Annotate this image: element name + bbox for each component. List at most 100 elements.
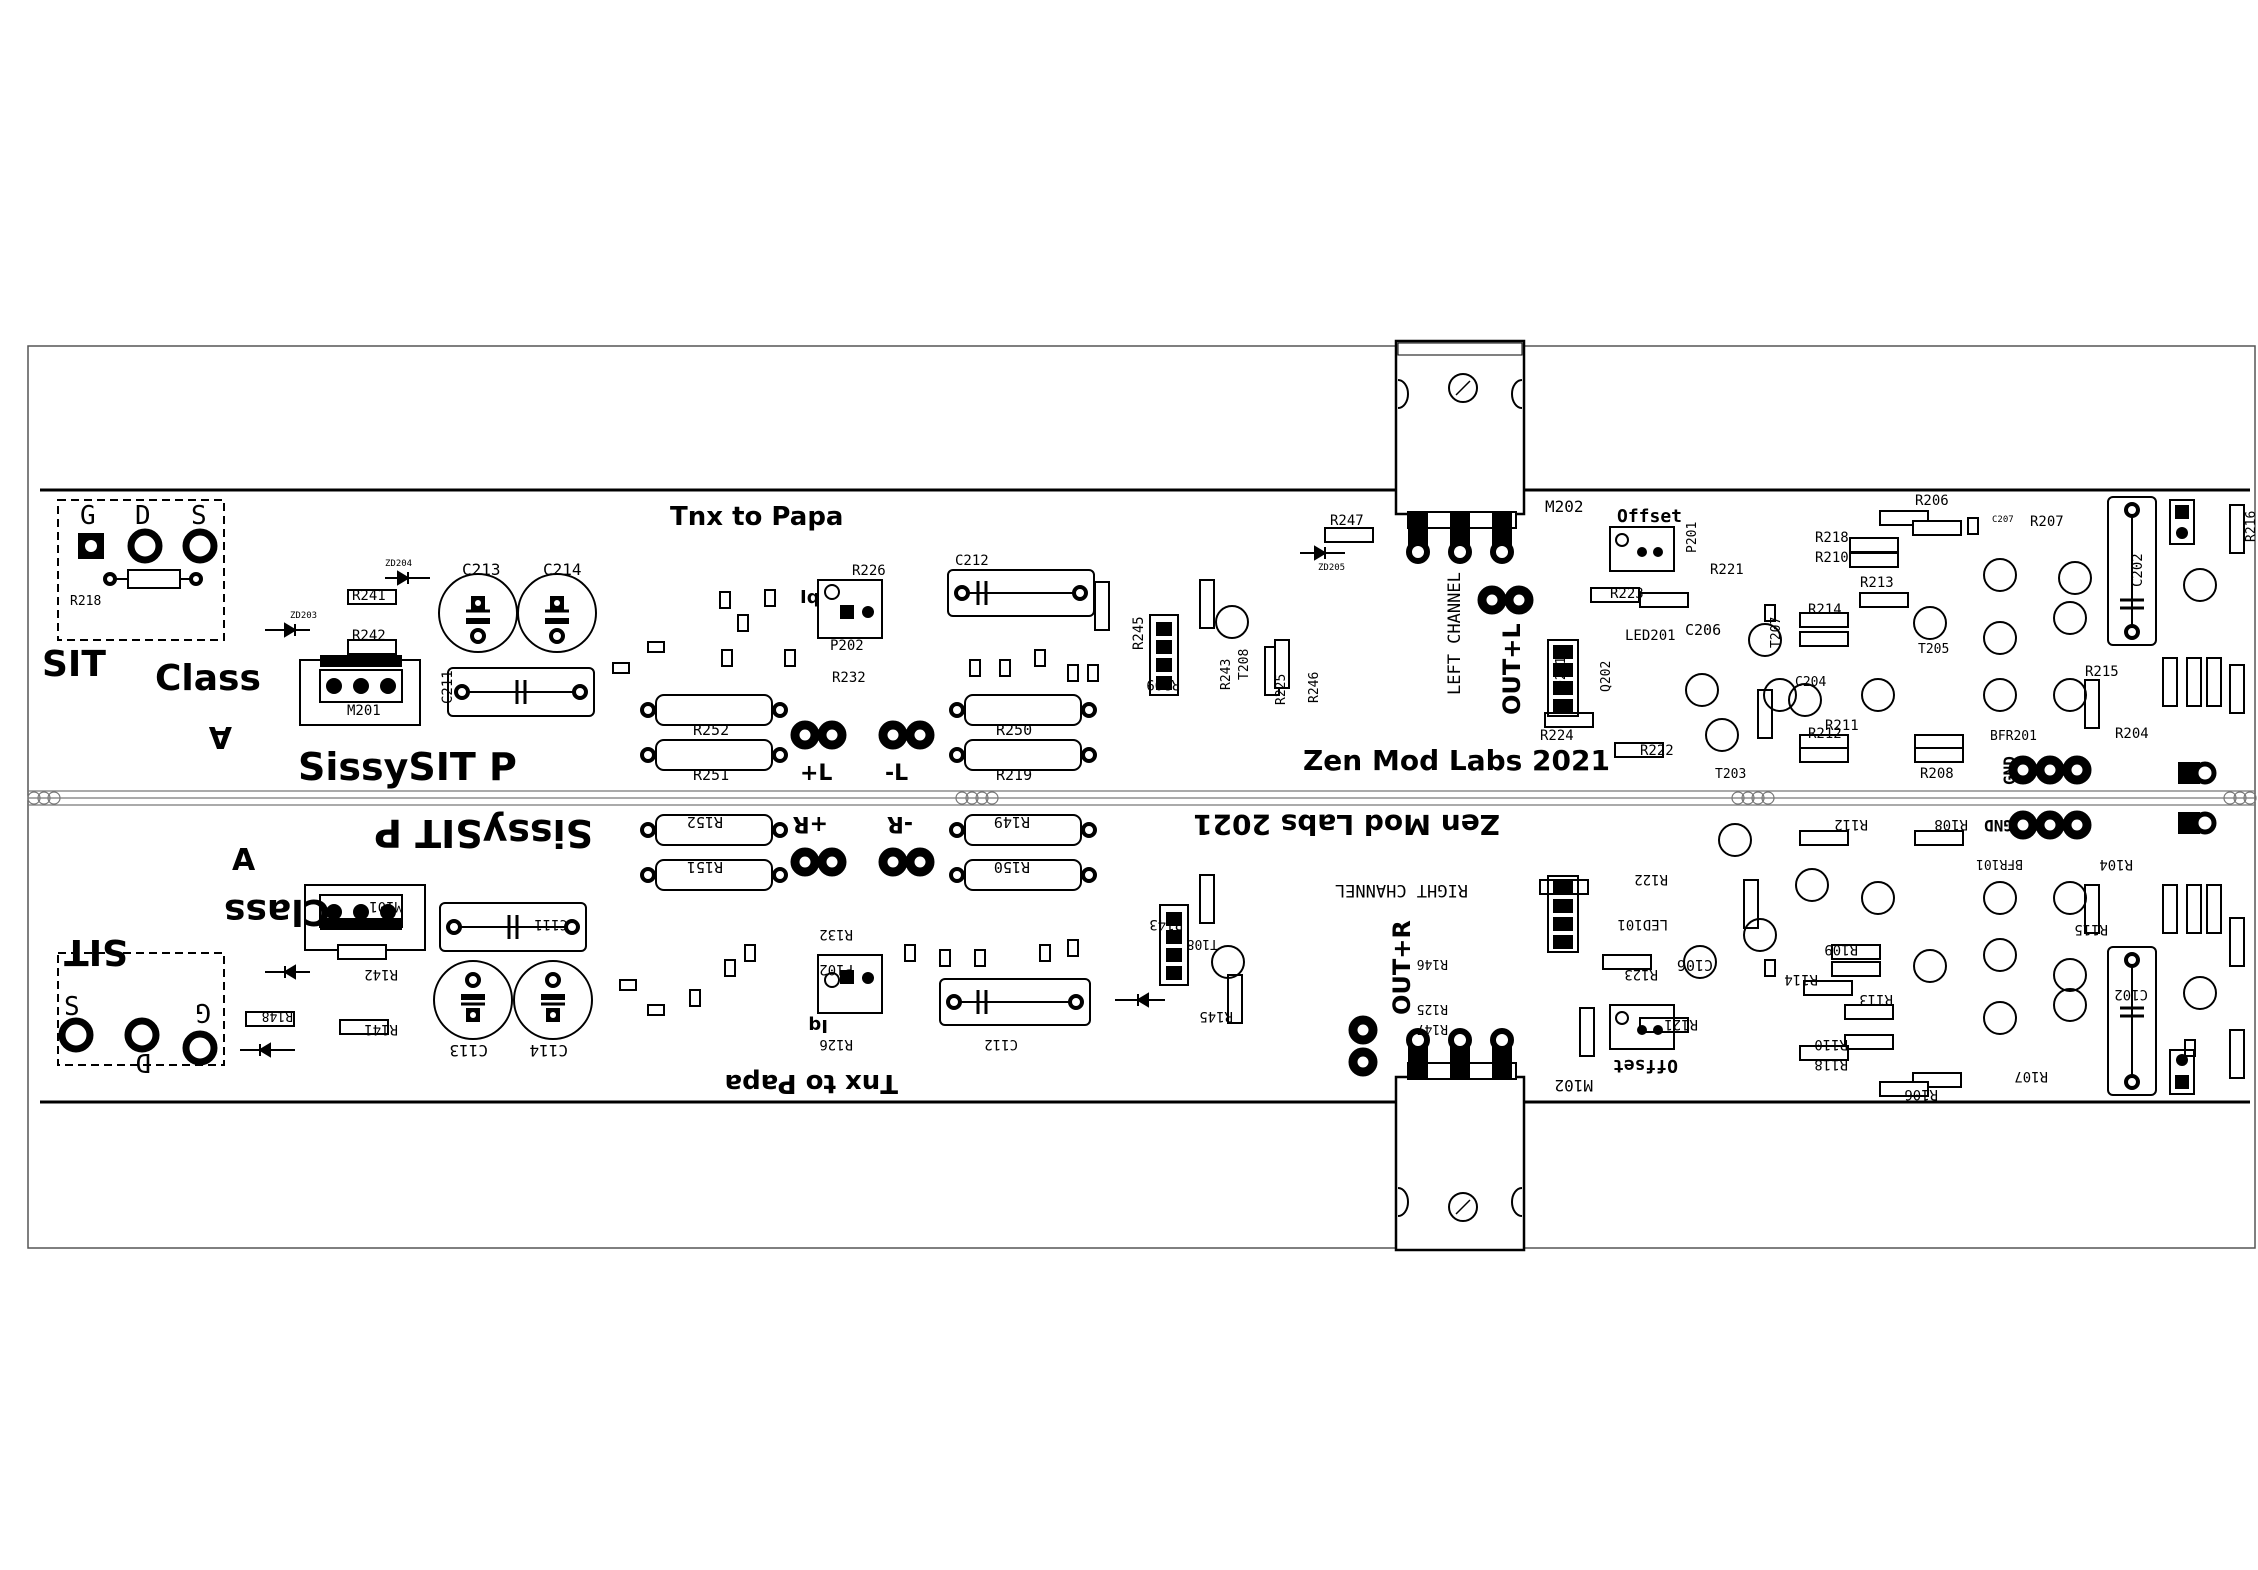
ref-r251: R251: [693, 766, 729, 784]
ref-r146: R146: [1417, 956, 1448, 971]
ref-c112: C112: [984, 1036, 1018, 1052]
ref-c214: C214: [543, 560, 582, 579]
ref-r250: R250: [996, 721, 1032, 739]
capacitor-c112: [939, 978, 1091, 1026]
capacitor-c213: [438, 573, 518, 653]
ref-c102: C102: [2114, 986, 2148, 1002]
capacitor-c102: [2107, 946, 2157, 1096]
brand-label-bottom: Zen Mod Labs 2021: [1193, 808, 1500, 841]
ref-r142: R142: [364, 966, 398, 982]
capacitor-c211: [447, 667, 595, 717]
ref-c212: C212: [955, 553, 989, 569]
header-r209: [1149, 614, 1179, 696]
header-q101: [1547, 875, 1579, 953]
ref-r232: R232: [832, 670, 866, 686]
ref-t203: T203: [1715, 767, 1746, 782]
ref-r223: R223: [1610, 586, 1644, 602]
ref-m201: M201: [347, 703, 381, 719]
mosfet-m201: [299, 655, 421, 726]
thanks-label-top: Tnx to Papa: [670, 502, 843, 532]
ref-bfr201: BFR201: [1990, 729, 2037, 744]
ref-r213: R213: [1860, 575, 1894, 591]
sit-footprint-bottom: [57, 952, 225, 1066]
ref-r125: R125: [1417, 1001, 1448, 1016]
class-letter-top: A: [208, 719, 232, 754]
power-resistor-pads: [640, 702, 1097, 883]
zener-diodes: [240, 545, 1345, 1058]
ref-c106: C106: [1677, 956, 1713, 974]
ref-zd203: ZD203: [290, 611, 317, 621]
product-label-bottom: SissySIT P: [374, 811, 593, 855]
ref-r118: R118: [1814, 1056, 1848, 1072]
ref-r152: R152: [687, 813, 723, 831]
ref-t208: T208: [1237, 649, 1252, 680]
ref-r252: R252: [693, 721, 729, 739]
ref-r245: R245: [1131, 616, 1147, 650]
ref-r226: R226: [852, 563, 886, 579]
ref-r209-hdr: R209: [1146, 676, 1180, 692]
ref-zd204: ZD204: [385, 559, 412, 569]
ref-led201: LED201: [1625, 628, 1676, 644]
jumper-jp201: [2169, 499, 2195, 545]
trimmer-p202: [817, 579, 883, 639]
ref-r122: R122: [1634, 871, 1668, 887]
trimmer-p101: [1609, 1004, 1675, 1050]
smd-pads: [612, 517, 2196, 1057]
ref-t205: T205: [1918, 642, 1949, 657]
ref-bfr101: BFR101: [1976, 856, 2023, 871]
ref-r214: R214: [1808, 602, 1842, 618]
ref-r108: R108: [1934, 816, 1968, 832]
ref-r218-top: R218: [70, 594, 101, 609]
offset-label-top: Offset: [1617, 506, 1682, 527]
ref-r114: R114: [1784, 971, 1818, 987]
offset-label-bottom: Offset: [1613, 1055, 1678, 1076]
ref-r145: R145: [1199, 1008, 1233, 1024]
capacitor-c113: [433, 960, 513, 1040]
ref-t108: T108: [1187, 936, 1218, 951]
ref-r109: R109: [1824, 941, 1858, 957]
ref-r132: R132: [819, 926, 853, 942]
ref-r216: R216: [2244, 511, 2258, 542]
capacitor-c111: [439, 902, 587, 952]
ref-r107: R107: [2014, 1068, 2048, 1084]
ref-r225: R225: [1274, 674, 1289, 705]
ref-r106: R106: [1904, 1086, 1938, 1102]
ref-t207: T207: [1769, 617, 1784, 648]
board-outline: [27, 345, 2256, 1249]
ref-q202: Q202: [1599, 661, 1614, 692]
brand-label-top: Zen Mod Labs 2021: [1303, 744, 1610, 777]
right-channel-label: RIGHT CHANNEL: [1335, 880, 1468, 900]
ref-r221: R221: [1710, 562, 1744, 578]
ref-r211: R211: [1825, 718, 1859, 734]
ref-r219: R219: [996, 766, 1032, 784]
axial-resistors: [245, 504, 2245, 1097]
ref-r121: R121: [1664, 1016, 1698, 1032]
ref-r115: R115: [2074, 921, 2108, 937]
rail-plus-l: +L: [800, 761, 832, 786]
ref-p202: P202: [830, 638, 864, 654]
ref-r143: R143: [1149, 916, 1183, 932]
gnd-pads: [2178, 761, 2217, 835]
ref-c206: C206: [1685, 621, 1721, 639]
pin-label-d-top: D: [135, 501, 151, 531]
ref-r207: R207: [2030, 514, 2064, 530]
sit-label-top: SIT: [42, 644, 106, 685]
ref-r104: R104: [2099, 856, 2133, 872]
ref-p102: P102: [819, 961, 853, 977]
ref-r112: R112: [1834, 816, 1868, 832]
v-score-line: [27, 790, 2257, 806]
ref-r222: R222: [1640, 743, 1674, 759]
pin-label-g-bottom: G: [195, 997, 211, 1027]
ref-c207: C207: [1992, 515, 2014, 525]
trimmer-p201: [1609, 526, 1675, 572]
ref-r110: R110: [1814, 1036, 1848, 1052]
ref-r246: R246: [1307, 672, 1322, 703]
header-q109: [1159, 904, 1189, 986]
ref-c114: C114: [529, 1041, 568, 1060]
pin-label-g-top: G: [80, 501, 96, 531]
pin-label-s-bottom: S: [64, 992, 80, 1022]
ref-r151: R151: [687, 858, 723, 876]
rail-minus-r: -R: [887, 811, 913, 836]
ref-r215: R215: [2085, 664, 2119, 680]
